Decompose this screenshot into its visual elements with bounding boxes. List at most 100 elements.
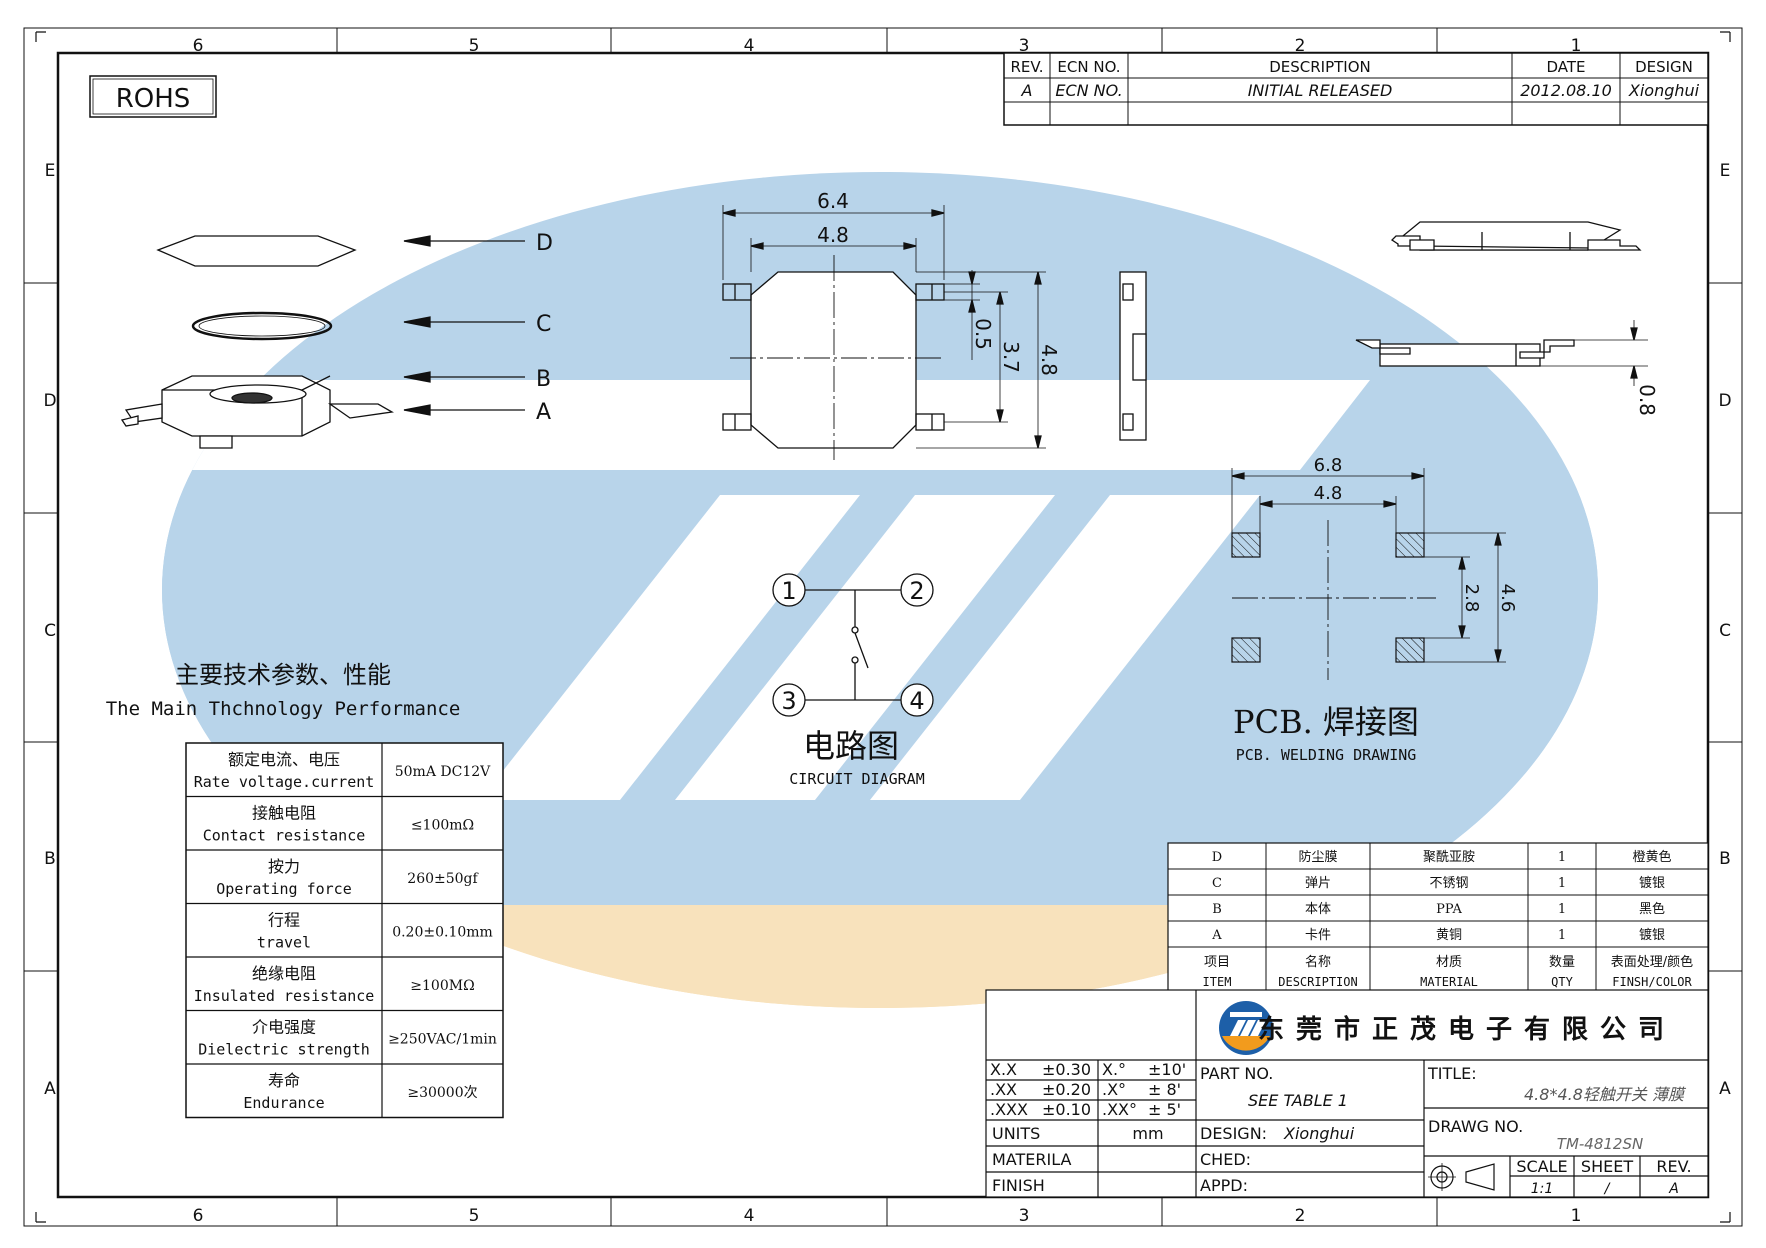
zone-row-left-D: D [43,391,56,411]
performance-value: ≥30000次 [407,1085,477,1101]
units-value: mm [1132,1124,1163,1143]
appd-label: APPD: [1200,1176,1248,1195]
performance-value: 50mA DC12V [395,764,491,780]
pcb-title-cn: PCB. 焊接图 [1233,703,1419,741]
pcb-dim-inner-width: 4.8 [1314,483,1343,504]
bom-header-en: MATERIAL [1420,975,1478,989]
bom-header-cn: 项目 [1204,955,1230,970]
side-view-3d [1390,221,1642,251]
pcb-welding-drawing [1231,468,1506,680]
finish-label: FINISH [992,1176,1045,1195]
zone-column-top-1: 1 [1571,36,1582,56]
bom-cell: 防尘膜 [1298,849,1337,865]
bom-cell: 聚酰亚胺 [1423,850,1475,865]
tol-row2-angle: .X° [1102,1080,1126,1099]
design-value: Xionghui [1283,1124,1355,1143]
rev-header-date: DATE [1546,58,1585,76]
exploded-label-a: A [536,400,551,425]
tol-row3-linear: .XXX [990,1100,1028,1119]
performance-param-en: Contact resistance [203,827,366,845]
circuit-pin-4-label: 4 [909,687,924,715]
rev-header-description: DESCRIPTION [1269,58,1371,76]
performance-param-cn: 介电强度 [252,1018,316,1037]
performance-param-cn: 额定电流、电压 [228,750,340,769]
circuit-pin-4 [900,683,934,717]
dim-body-width: 4.8 [817,223,849,247]
bom-table-frame [1167,842,1709,994]
pcb-pad-4 [1395,637,1425,663]
bom-header-en: QTY [1551,975,1573,989]
rev-row-description: INITIAL RELEASED [1248,81,1393,100]
exploded-label-c: C [536,312,551,337]
bom-cell: 1 [1558,928,1566,943]
tol-row1-linear-value: ±0.30 [1042,1060,1091,1079]
zone-column-top-2: 2 [1295,36,1306,56]
zone-row-right-A: A [1719,1079,1731,1099]
title-value: 4.8*4.8轻触开关 薄膜 [1524,1085,1687,1104]
performance-title-cn: 主要技术参数、性能 [175,661,391,689]
exploded-label-d: D [536,231,553,256]
top-view-drawing [722,205,1046,460]
drawg-no-label: DRAWG NO. [1428,1117,1523,1136]
rev-row-design: Xionghui [1628,81,1700,100]
dim-overall-width: 6.4 [817,189,849,213]
side-view-profile [1355,320,1648,386]
drawg-no-value: TM-4812SN [1557,1135,1643,1153]
bom-cell: PPA [1436,902,1462,917]
zone-column-top-4: 4 [744,36,755,56]
performance-param-en: Insulated resistance [194,987,375,1005]
bom-cell: 镀银 [1639,875,1665,891]
performance-table-frame [185,742,504,1119]
bom-header-cn: 名称 [1305,954,1331,970]
zone-row-left-B: B [44,849,56,869]
zone-row-right-B: B [1719,849,1731,869]
bom-cell: 橙黄色 [1632,849,1671,865]
bom-cell: 弹片 [1305,876,1331,891]
rev-row-date: 2012.08.10 [1520,81,1612,100]
pcb-dim-outer-height: 4.6 [1497,584,1518,613]
scale-label: SCALE [1516,1157,1567,1176]
performance-value: 260±50gf [407,871,479,887]
performance-param-cn: 绝缘电阻 [252,964,316,983]
performance-title-en: The Main Thchnology Performance [106,698,461,720]
bom-cell: 本体 [1305,902,1331,917]
tol-row3-angle-value: ± 5' [1148,1100,1181,1119]
circuit-pin-2-label: 2 [909,577,924,605]
circuit-pin-1-label: 1 [781,577,796,605]
rev-row-rev: A [1021,81,1033,100]
zone-column-bottom-2: 2 [1295,1206,1306,1226]
units-label: UNITS [992,1124,1040,1143]
exploded-view [120,235,525,449]
part-no-value: SEE TABLE 1 [1248,1091,1348,1110]
title-block [985,989,1709,1198]
rohs-badge: ROHS [89,75,217,118]
performance-param-cn: 寿命 [268,1071,300,1090]
performance-param-en: Dielectric strength [198,1041,370,1059]
bom-header-en: ITEM [1203,975,1232,989]
bom-cell: C [1212,876,1222,891]
bom-cell: 1 [1558,902,1566,917]
zone-column-bottom-5: 5 [469,1206,480,1226]
zone-row-right-C: C [1719,621,1731,641]
performance-param-en: Endurance [243,1094,324,1112]
zone-row-left-E: E [45,161,56,181]
bom-cell: 镀银 [1639,927,1665,943]
pcb-dim-inner-height: 2.8 [1461,584,1482,613]
performance-value: ≤100mΩ [411,818,474,834]
circuit-title-en: CIRCUIT DIAGRAM [789,770,924,788]
performance-row: 寿命 Endurance ≥30000次 [243,1071,477,1112]
tol-row1-linear: X.X [990,1060,1017,1079]
rev-row-ecn: ECN NO. [1055,81,1122,100]
bom-cell: 黄铜 [1436,928,1462,943]
bom-cell: 黑色 [1639,901,1665,917]
